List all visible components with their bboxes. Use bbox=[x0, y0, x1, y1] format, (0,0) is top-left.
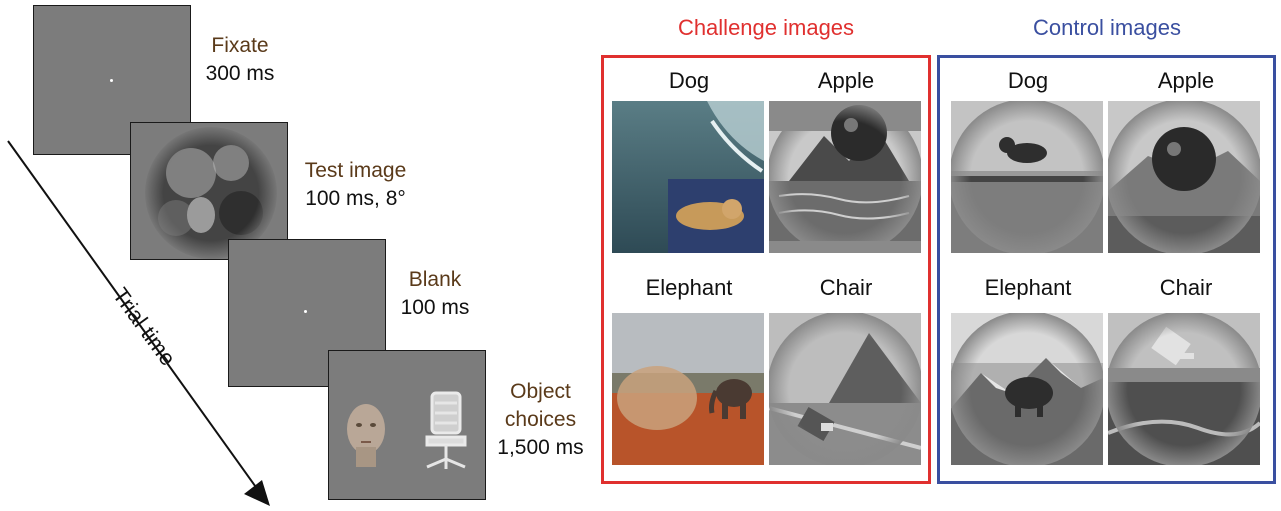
step-name: Test image bbox=[304, 159, 407, 182]
choice-images bbox=[347, 391, 467, 469]
test-image-label: Test image 100 ms, 8° bbox=[288, 157, 423, 213]
chair-choice-icon bbox=[425, 391, 467, 469]
control-label-chair: Chair bbox=[1159, 275, 1213, 300]
challenge-label-chair: Chair bbox=[819, 275, 873, 300]
object-choices-screen bbox=[328, 350, 486, 500]
blank-label: Blank 100 ms bbox=[390, 266, 480, 322]
control-chair-image bbox=[1108, 313, 1260, 465]
control-apple-image bbox=[1108, 101, 1260, 253]
control-label-dog: Dog bbox=[1007, 68, 1049, 93]
fixation-dot bbox=[304, 310, 307, 313]
challenge-apple-image bbox=[769, 101, 921, 253]
control-elephant-image bbox=[951, 313, 1103, 465]
control-label-apple: Apple bbox=[1157, 68, 1215, 93]
challenge-label-apple: Apple bbox=[817, 68, 875, 93]
trial-time-arrow bbox=[7, 140, 270, 506]
challenge-elephant-image bbox=[612, 313, 764, 465]
step-name: Blank bbox=[408, 268, 462, 291]
challenge-chair-image bbox=[769, 313, 921, 465]
test-image bbox=[143, 125, 279, 259]
step-time: 100 ms bbox=[400, 296, 470, 319]
object-choices-label: Object choices 1,500 ms bbox=[488, 378, 593, 462]
challenge-label-elephant: Elephant bbox=[645, 275, 733, 300]
step-name: Fixate bbox=[211, 34, 269, 57]
step-time: 1,500 ms bbox=[497, 436, 584, 459]
challenge-dog-image bbox=[612, 101, 764, 253]
step-time: 100 ms, 8° bbox=[305, 187, 406, 210]
control-panel: Dog Apple bbox=[937, 55, 1276, 484]
step-time: 300 ms bbox=[205, 62, 275, 85]
fixate-label: Fixate 300 ms bbox=[195, 32, 285, 88]
challenge-panel: Dog Apple bbox=[601, 55, 931, 484]
control-label-elephant: Elephant bbox=[984, 275, 1072, 300]
fixation-dot bbox=[110, 79, 113, 82]
face-choice-icon bbox=[347, 404, 385, 467]
control-title: Control images bbox=[1033, 15, 1181, 40]
challenge-label-dog: Dog bbox=[668, 68, 710, 93]
challenge-title: Challenge images bbox=[677, 15, 855, 40]
step-name: Object choices bbox=[504, 380, 577, 431]
test-image-screen bbox=[130, 122, 288, 260]
control-dog-image bbox=[951, 101, 1103, 253]
